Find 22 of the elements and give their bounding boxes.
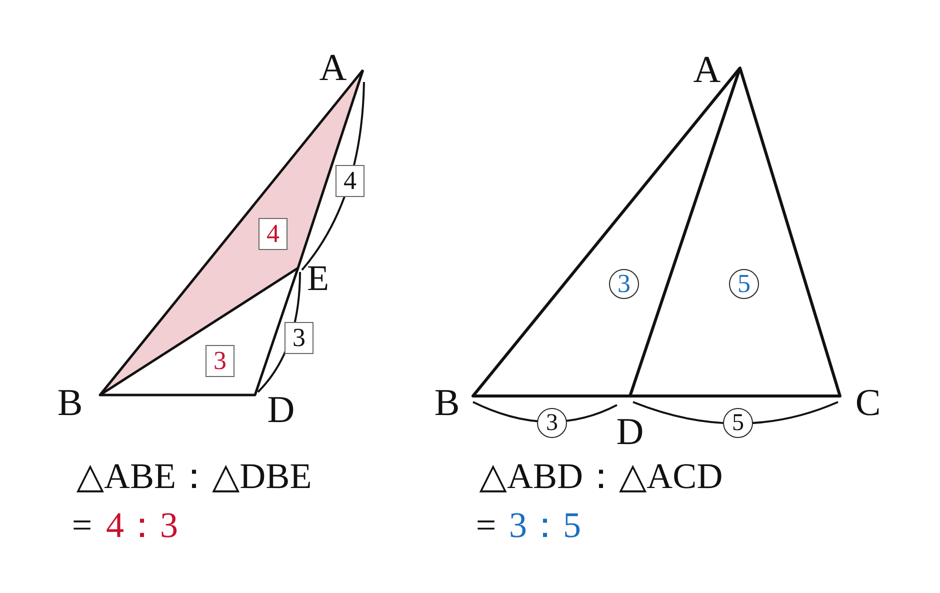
area-ratio: 3: [206, 345, 234, 377]
length-ratio: 3: [284, 322, 314, 354]
ratio-result: 4：3: [106, 507, 178, 543]
point-label: A: [319, 49, 347, 87]
area-ratio: 3: [609, 269, 639, 299]
point-label: D: [267, 391, 295, 429]
point-label: A: [693, 51, 721, 89]
point-label: C: [855, 384, 881, 422]
area-ratio: 5: [729, 269, 759, 299]
ratio-expression: △ABD：△ACD: [479, 458, 723, 494]
equals-sign: =: [476, 507, 496, 543]
point-label: E: [307, 260, 329, 296]
equals-sign: =: [72, 507, 92, 543]
point-label: B: [57, 384, 83, 422]
area-ratio: 4: [258, 218, 288, 250]
length-ratio: 5: [723, 408, 753, 438]
length-ratio: 4: [336, 165, 364, 197]
point-label: B: [434, 384, 460, 422]
ratio-result: 3：5: [509, 507, 581, 543]
ratio-expression: △ABE：△DBE: [76, 458, 312, 494]
length-ratio: 3: [537, 408, 567, 438]
point-label: D: [616, 413, 644, 451]
